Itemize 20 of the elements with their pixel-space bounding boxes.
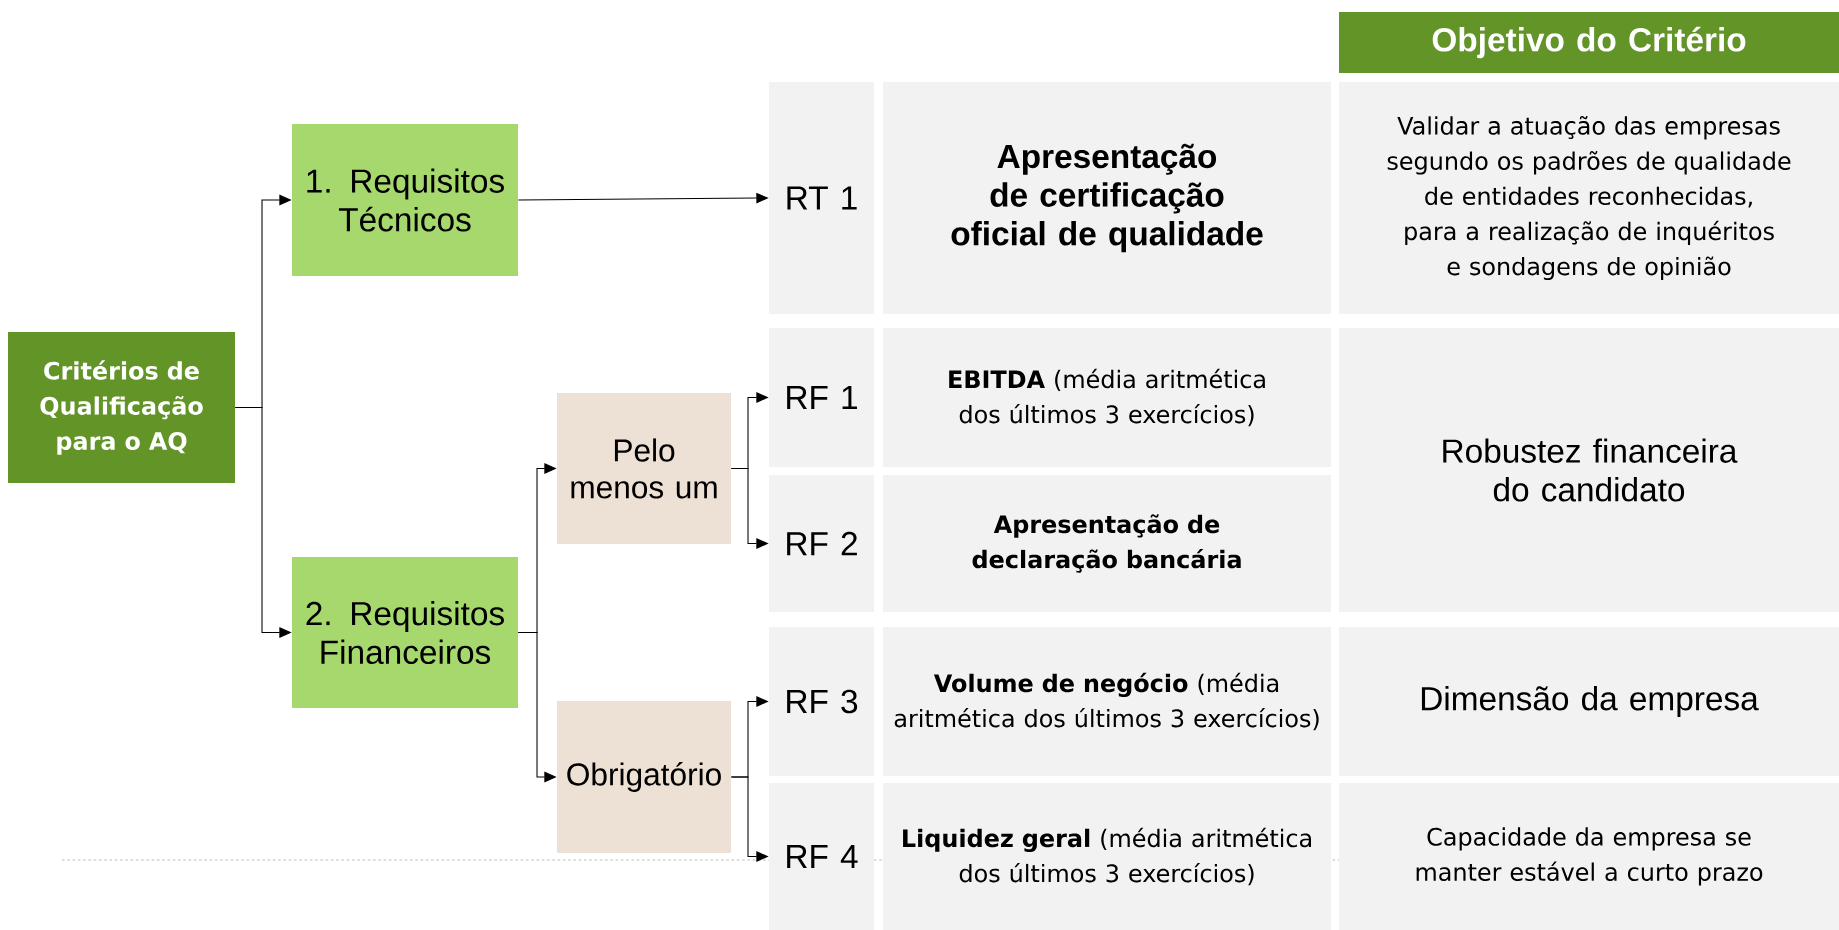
category-box: Critérios de Qualificação para o AQ (8, 332, 235, 483)
objective-cell: Robustez financeira do candidato (1339, 328, 1839, 612)
condition-box: Obrigatório (557, 701, 731, 853)
description-cell: Volume de negócio (média aritmética dos últimos 3 exercícios) (883, 627, 1331, 776)
description-cell: Apresentação de declaração bancária (883, 475, 1331, 612)
column-header: Objetivo do Critério (1339, 12, 1839, 73)
objective-cell: Capacidade da empresa se manter estável a curto prazo (1339, 783, 1839, 930)
code-cell: RT 1 (769, 82, 874, 314)
objective-cell: Dimensão da empresa (1339, 627, 1839, 776)
category-box: 1. Requisitos Técnicos (292, 124, 518, 276)
code-cell: RF 1 (769, 328, 874, 467)
code-cell: RF 3 (769, 627, 874, 776)
description-cell: Liquidez geral (média aritmética dos últimos 3 exercícios) (883, 783, 1331, 930)
description-cell: Apresentação de certificação oficial de qualidade (883, 82, 1331, 314)
objective-cell: Validar a atuação das empresas segundo os padrões de qualidade de entidades reconhecidas, para a realização de inquéritos e sondagens de opinião (1339, 82, 1839, 314)
description-cell: EBITDA (média aritmética dos últimos 3 exercícios) (883, 328, 1331, 467)
condition-box: Pelo menos um (557, 393, 731, 544)
category-box: 2. Requisitos Financeiros (292, 557, 518, 708)
code-cell: RF 2 (769, 475, 874, 612)
code-cell: RF 4 (769, 783, 874, 930)
